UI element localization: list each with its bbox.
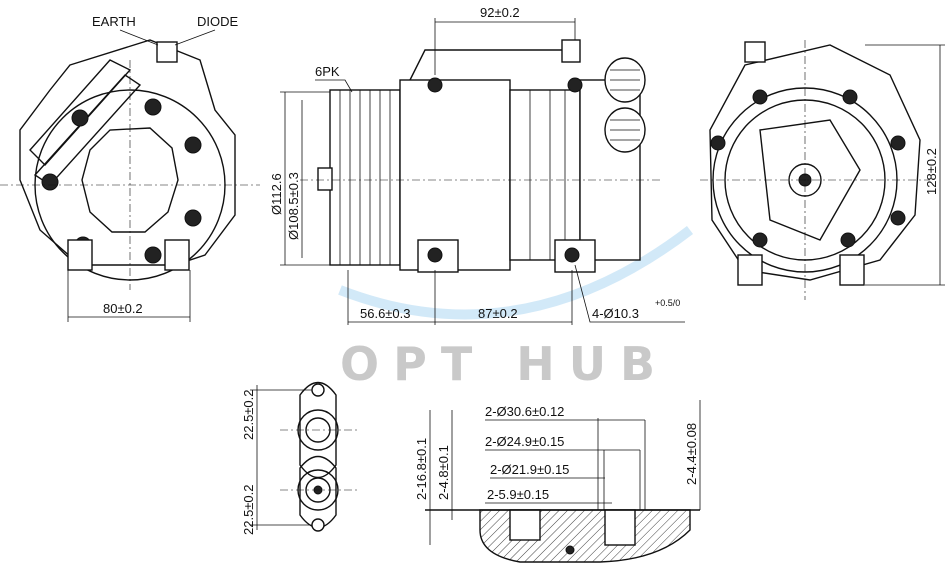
section-dim-f: 2-5.9±0.15 bbox=[487, 487, 549, 502]
port-dimension-top: 22.5±0.2 bbox=[241, 389, 256, 440]
top-dimension: 92±0.2 bbox=[480, 5, 520, 20]
earth-label: EARTH bbox=[92, 14, 136, 29]
left-view bbox=[0, 29, 260, 322]
front-view bbox=[700, 40, 945, 300]
section-dim-b: 2-4.8±0.1 bbox=[436, 445, 451, 500]
port-view bbox=[250, 381, 360, 532]
pulley-diameter: Ø108.5±0.3 bbox=[286, 172, 301, 240]
width-dimension: 80±0.2 bbox=[103, 301, 143, 316]
section-dim-a: 2-16.8±0.1 bbox=[414, 438, 429, 500]
section-dim-c: 2-Ø30.6±0.12 bbox=[485, 404, 564, 419]
bottom-dimension-1: 56.6±0.3 bbox=[360, 306, 411, 321]
side-view bbox=[280, 18, 685, 325]
section-dim-e: 2-Ø21.9±0.15 bbox=[490, 462, 569, 477]
height-dimension: 128±0.2 bbox=[924, 148, 939, 195]
section-dim-d: 2-Ø24.9±0.15 bbox=[485, 434, 564, 449]
port-dimension-bottom: 22.5±0.2 bbox=[241, 484, 256, 535]
pulley-label: 6PK bbox=[315, 64, 340, 79]
mount-holes-tolerance: +0.5/0 bbox=[655, 298, 680, 308]
mount-holes-dimension: 4-Ø10.3 bbox=[592, 306, 639, 321]
watermark: OPT HUB bbox=[340, 337, 669, 391]
watermark-swoosh bbox=[338, 226, 694, 320]
diode-label: DIODE bbox=[197, 14, 239, 29]
section-view bbox=[425, 400, 701, 563]
section-dim-g: 2-4.4±0.08 bbox=[684, 423, 699, 485]
bottom-dimension-2: 87±0.2 bbox=[478, 306, 518, 321]
pulley-outer-diameter: Ø112.6 bbox=[269, 173, 284, 215]
